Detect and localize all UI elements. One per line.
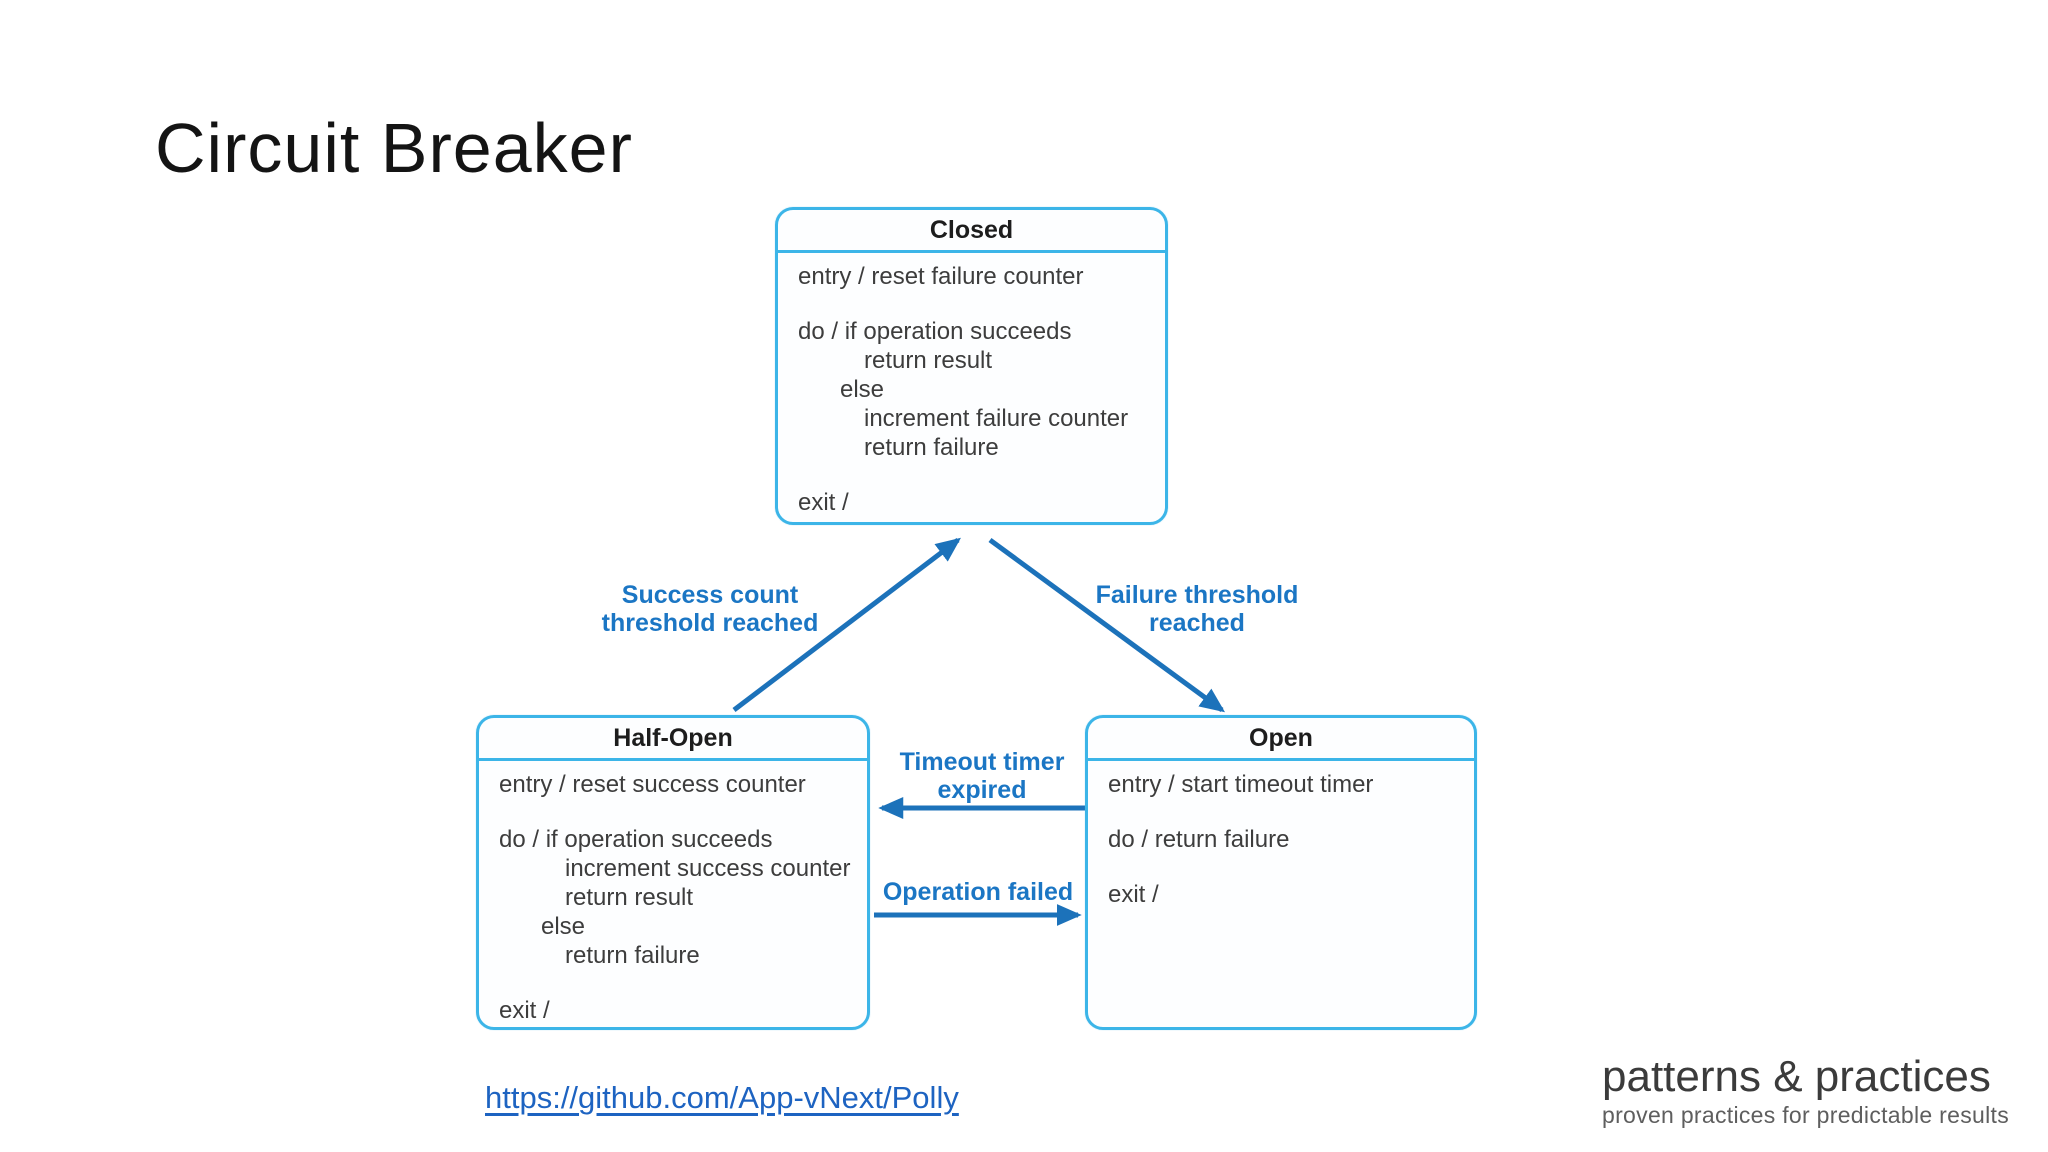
state-box-half-open: Half-Open entry / reset success counter … bbox=[476, 715, 870, 1030]
state-line: return failure bbox=[565, 942, 700, 969]
state-line: do / if operation succeeds bbox=[499, 826, 773, 853]
state-line: return result bbox=[565, 884, 694, 911]
state-line: else bbox=[840, 376, 885, 403]
github-polly-link[interactable]: https://github.com/App-vNext/Polly bbox=[485, 1080, 959, 1115]
state-line: increment success counter bbox=[565, 855, 851, 882]
label-operation-failed: Operation failed bbox=[883, 878, 1073, 906]
state-line: do / return failure bbox=[1108, 826, 1290, 853]
label-line: Operation failed bbox=[882, 878, 1074, 906]
label-success-threshold: Success count threshold reached bbox=[602, 581, 819, 637]
logo-tagline: proven practices for predictable results bbox=[1602, 1102, 2010, 1128]
state-title-half-open: Half-Open bbox=[479, 718, 867, 761]
state-body-closed: entry / reset failure counter do / if op… bbox=[778, 253, 1165, 517]
state-title-closed: Closed bbox=[778, 210, 1165, 253]
label-line: Success count bbox=[621, 581, 799, 609]
state-line: entry / reset success counter bbox=[499, 771, 806, 798]
state-title-open: Open bbox=[1088, 718, 1474, 761]
label-line: expired bbox=[937, 776, 1027, 804]
state-line: do / if operation succeeds bbox=[798, 318, 1072, 345]
logo-title: patterns & practices bbox=[1602, 1052, 1991, 1101]
label-line: threshold reached bbox=[601, 609, 819, 637]
state-line: return failure bbox=[864, 434, 999, 461]
state-box-open: Open entry / start timeout timer do / re… bbox=[1085, 715, 1477, 1030]
patterns-practices-logo: patterns & practices proven practices fo… bbox=[1602, 1054, 2009, 1129]
state-line: entry / start timeout timer bbox=[1108, 771, 1374, 798]
state-line: entry / reset failure counter bbox=[798, 263, 1084, 290]
state-body-half-open: entry / reset success counter do / if op… bbox=[479, 761, 867, 1025]
state-line: return result bbox=[864, 347, 993, 374]
page-title: Circuit Breaker bbox=[155, 109, 633, 187]
arrow-failure-threshold bbox=[988, 537, 1226, 713]
label-line: Failure threshold bbox=[1095, 581, 1299, 609]
label-line: Timeout timer bbox=[899, 748, 1065, 776]
label-line: reached bbox=[1149, 609, 1245, 637]
state-line: else bbox=[541, 913, 586, 940]
state-line: increment failure counter bbox=[864, 405, 1129, 432]
state-line: exit / bbox=[798, 489, 849, 516]
label-failure-threshold: Failure threshold reached bbox=[1096, 581, 1299, 637]
state-line: exit / bbox=[499, 997, 550, 1024]
state-body-open: entry / start timeout timer do / return … bbox=[1088, 761, 1474, 909]
label-timeout-expired: Timeout timer expired bbox=[900, 748, 1065, 804]
state-box-closed: Closed entry / reset failure counter do … bbox=[775, 207, 1168, 525]
state-line: exit / bbox=[1108, 881, 1159, 908]
arrow-success-threshold bbox=[732, 537, 961, 712]
